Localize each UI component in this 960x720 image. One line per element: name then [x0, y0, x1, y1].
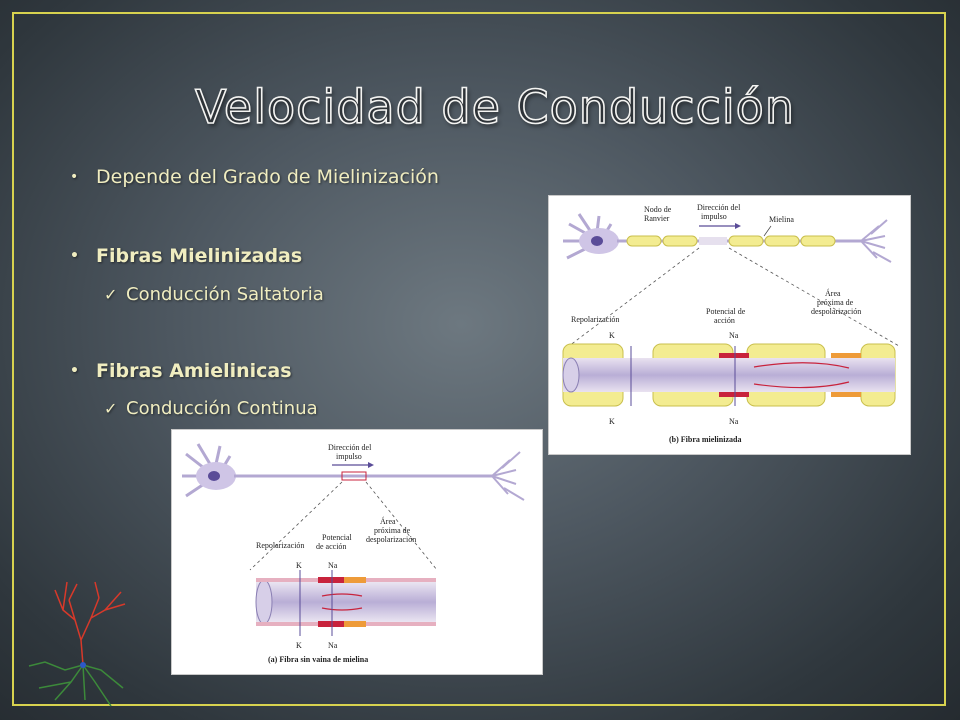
- checkmark-icon: ✓: [104, 285, 118, 304]
- svg-text:despolarización: despolarización: [811, 307, 861, 316]
- svg-text:K: K: [609, 417, 615, 426]
- svg-text:de acción: de acción: [316, 542, 346, 551]
- bullet-item: • Fibras Amielinicas: [70, 360, 292, 382]
- svg-text:Na: Na: [328, 641, 338, 650]
- bullet-dot-icon: •: [70, 169, 79, 185]
- bullet-dot-icon: •: [70, 248, 79, 264]
- slide-border: [12, 12, 946, 706]
- bullet-item: • Fibras Mielinizadas: [70, 245, 302, 267]
- svg-text:Dirección del: Dirección del: [328, 443, 372, 452]
- checkmark-icon: ✓: [104, 399, 118, 418]
- svg-text:impulso: impulso: [701, 212, 727, 221]
- svg-text:Na: Na: [729, 331, 739, 340]
- svg-text:próxima de: próxima de: [817, 298, 854, 307]
- svg-text:Potencial de: Potencial de: [706, 307, 746, 316]
- sub-bullet-text: Conducción Continua: [126, 398, 318, 419]
- svg-text:K: K: [296, 641, 302, 650]
- figure-caption: (a) Fibra sin vaina de mielina: [268, 655, 368, 664]
- unmyelinated-axon-enlarged: [255, 570, 436, 636]
- bullet-dot-icon: •: [70, 363, 79, 379]
- neuron-drawing: [563, 213, 892, 263]
- svg-text:Área: Área: [825, 288, 841, 298]
- decorative-neuron-icon: [28, 581, 126, 707]
- svg-text:Dirección del: Dirección del: [697, 203, 741, 212]
- sub-bullet-item: ✓ Conducción Saltatoria: [104, 284, 324, 305]
- svg-text:próxima de: próxima de: [374, 526, 411, 535]
- bullet-item: • Depende del Grado de Mielinización: [70, 166, 439, 188]
- sub-bullet-text: Conducción Saltatoria: [126, 284, 324, 305]
- svg-text:acción: acción: [714, 316, 735, 325]
- svg-text:Repolarización: Repolarización: [256, 541, 304, 550]
- svg-text:Repolarización: Repolarización: [571, 315, 619, 324]
- svg-text:Potencial: Potencial: [322, 533, 353, 542]
- svg-text:despolarización: despolarización: [366, 535, 416, 544]
- svg-text:Na: Na: [729, 417, 739, 426]
- svg-text:K: K: [609, 331, 615, 340]
- svg-text:Mielina: Mielina: [769, 215, 794, 224]
- myelinated-axon-enlarged: [562, 343, 896, 407]
- unmyelinated-fiber-figure: Dirección del impulso Repolarización Pot…: [172, 430, 542, 674]
- neuron-drawing: [182, 443, 525, 501]
- svg-text:impulso: impulso: [336, 452, 362, 461]
- svg-text:Nodo de: Nodo de: [644, 205, 672, 214]
- slide-title: Velocidad de Conducción: [194, 79, 795, 135]
- svg-text:Ranvier: Ranvier: [644, 214, 670, 223]
- bullet-text: Fibras Amielinicas: [96, 360, 292, 382]
- sub-bullet-item: ✓ Conducción Continua: [104, 398, 318, 419]
- bullet-text: Depende del Grado de Mielinización: [96, 166, 439, 188]
- bullet-text: Fibras Mielinizadas: [96, 245, 303, 267]
- figure-caption: (b) Fibra mielinizada: [669, 435, 741, 444]
- myelinated-fiber-figure: Nodo de Ranvier Dirección del impulso Mi…: [549, 196, 910, 454]
- svg-text:K: K: [296, 561, 302, 570]
- svg-text:Área: Área: [380, 516, 396, 526]
- svg-text:Na: Na: [328, 561, 338, 570]
